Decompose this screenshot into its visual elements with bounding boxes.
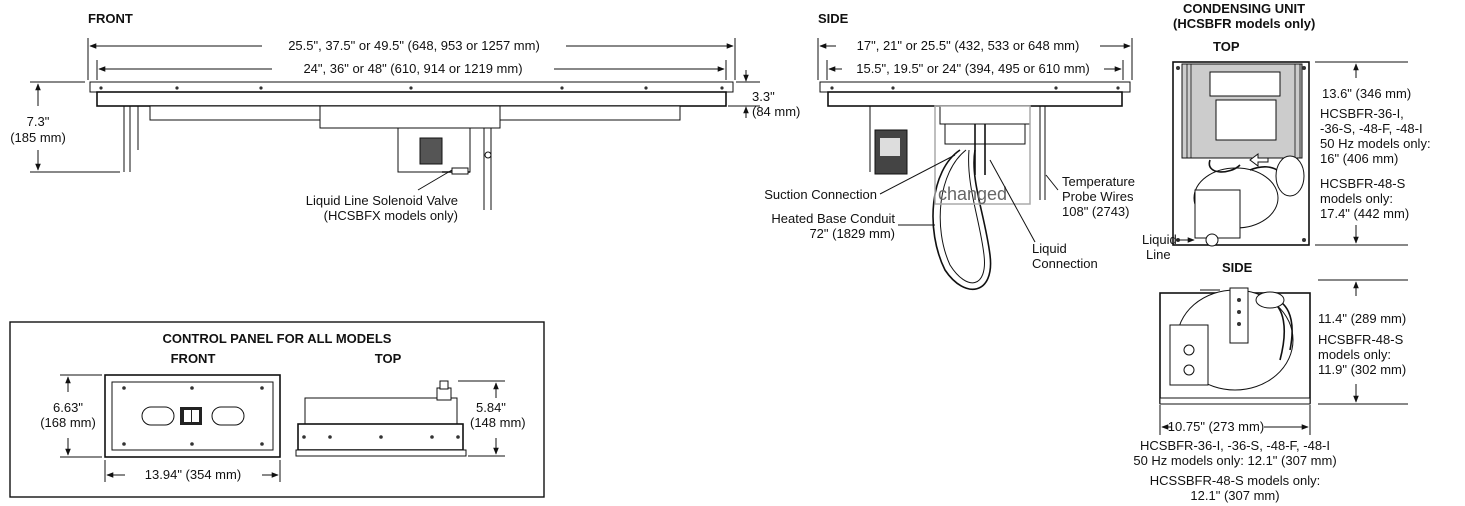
front-dim-inner: 24", 36" or 48" (610, 914 or 1219 mm) [303, 61, 522, 76]
conduit-label-2: 72" (1829 mm) [809, 226, 895, 241]
changed-stamp: changed [938, 184, 1007, 204]
control-panel-box: CONTROL PANEL FOR ALL MODELS FRONT TOP 6… [9, 321, 545, 498]
cu-top-note-6: models only: [1320, 191, 1393, 206]
probe-label-2: Probe Wires [1062, 189, 1134, 204]
cu-top-dim: 13.6" (346 mm) [1322, 86, 1411, 101]
side-view: SIDE 17", 21" or 25.5" (432, 533 or 648 … [764, 11, 1135, 291]
front-dim-height-bottom: (185 mm) [10, 130, 66, 145]
probe-label-1: Temperature [1062, 174, 1135, 189]
cu-bottom-4: 12.1" (307 mm) [1190, 488, 1279, 503]
front-dim-rim-bottom: (84 mm) [752, 104, 800, 119]
cp-width: 13.94" (354 mm) [145, 467, 241, 482]
probe-label-3: 108" (2743) [1062, 204, 1130, 219]
cu-liquid-line-1: Liquid [1142, 232, 1177, 247]
conduit-label-1: Heated Base Conduit [771, 211, 895, 226]
cu-bottom-3: HCSSBFR-48-S models only: [1150, 473, 1321, 488]
valve-label-1: Liquid Line Solenoid Valve [306, 193, 458, 208]
condensing-unit: CONDENSING UNIT (HCSBFR models only) TOP… [1133, 1, 1430, 503]
cu-top-note-4: 16" (406 mm) [1320, 151, 1398, 166]
cu-top-note-5: HCSBFR-48-S [1320, 176, 1406, 191]
cu-bottom-2: 50 Hz models only: 12.1" (307 mm) [1133, 453, 1336, 468]
cp-front-title: FRONT [171, 351, 216, 366]
cp-top-title: TOP [375, 351, 402, 366]
cu-liquid-line-2: Line [1146, 247, 1171, 262]
front-title: FRONT [88, 11, 133, 26]
cu-width-dim: 10.75" (273 mm) [1168, 419, 1264, 434]
cu-top-note-3: 50 Hz models only: [1320, 136, 1431, 151]
cp-depth-1: 5.84" [476, 400, 506, 415]
cu-bottom-1: HCSBFR-36-I, -36-S, -48-F, -48-I [1140, 438, 1330, 453]
side-title: SIDE [818, 11, 849, 26]
cu-top-note-7: 17.4" (442 mm) [1320, 206, 1409, 221]
front-dim-overall: 25.5", 37.5" or 49.5" (648, 953 or 1257 … [288, 38, 540, 53]
cp-height-1: 6.63" [53, 400, 83, 415]
cp-title: CONTROL PANEL FOR ALL MODELS [163, 331, 392, 346]
front-dim-rim-top: 3.3" [752, 89, 775, 104]
cu-top-note-1: HCSBFR-36-I, [1320, 106, 1404, 121]
side-dim-inner: 15.5", 19.5" or 24" (394, 495 or 610 mm) [856, 61, 1090, 76]
front-dim-height-top: 7.3" [27, 114, 50, 129]
cu-title-2: (HCSBFR models only) [1173, 16, 1315, 31]
side-dim-overall: 17", 21" or 25.5" (432, 533 or 648 mm) [857, 38, 1080, 53]
cu-title-1: CONDENSING UNIT [1183, 1, 1305, 16]
cu-top-title: TOP [1213, 39, 1240, 54]
liquid-label-1: Liquid [1032, 241, 1067, 256]
cu-side-note-3: 11.9" (302 mm) [1318, 362, 1406, 377]
cp-height-2: (168 mm) [40, 415, 96, 430]
cp-depth-2: (148 mm) [470, 415, 526, 430]
suction-label: Suction Connection [764, 187, 877, 202]
front-view: FRONT 25.5", 37.5" or 49.5" (648, 953 or… [10, 11, 800, 223]
cu-top-note-2: -36-S, -48-F, -48-I [1320, 121, 1423, 136]
cu-side-title: SIDE [1222, 260, 1253, 275]
liquid-label-2: Connection [1032, 256, 1098, 271]
valve-label-2: (HCSBFX models only) [324, 208, 458, 223]
cu-side-note-1: HCSBFR-48-S [1318, 332, 1404, 347]
cu-side-dim: 11.4" (289 mm) [1318, 311, 1406, 326]
cu-side-note-2: models only: [1318, 347, 1391, 362]
